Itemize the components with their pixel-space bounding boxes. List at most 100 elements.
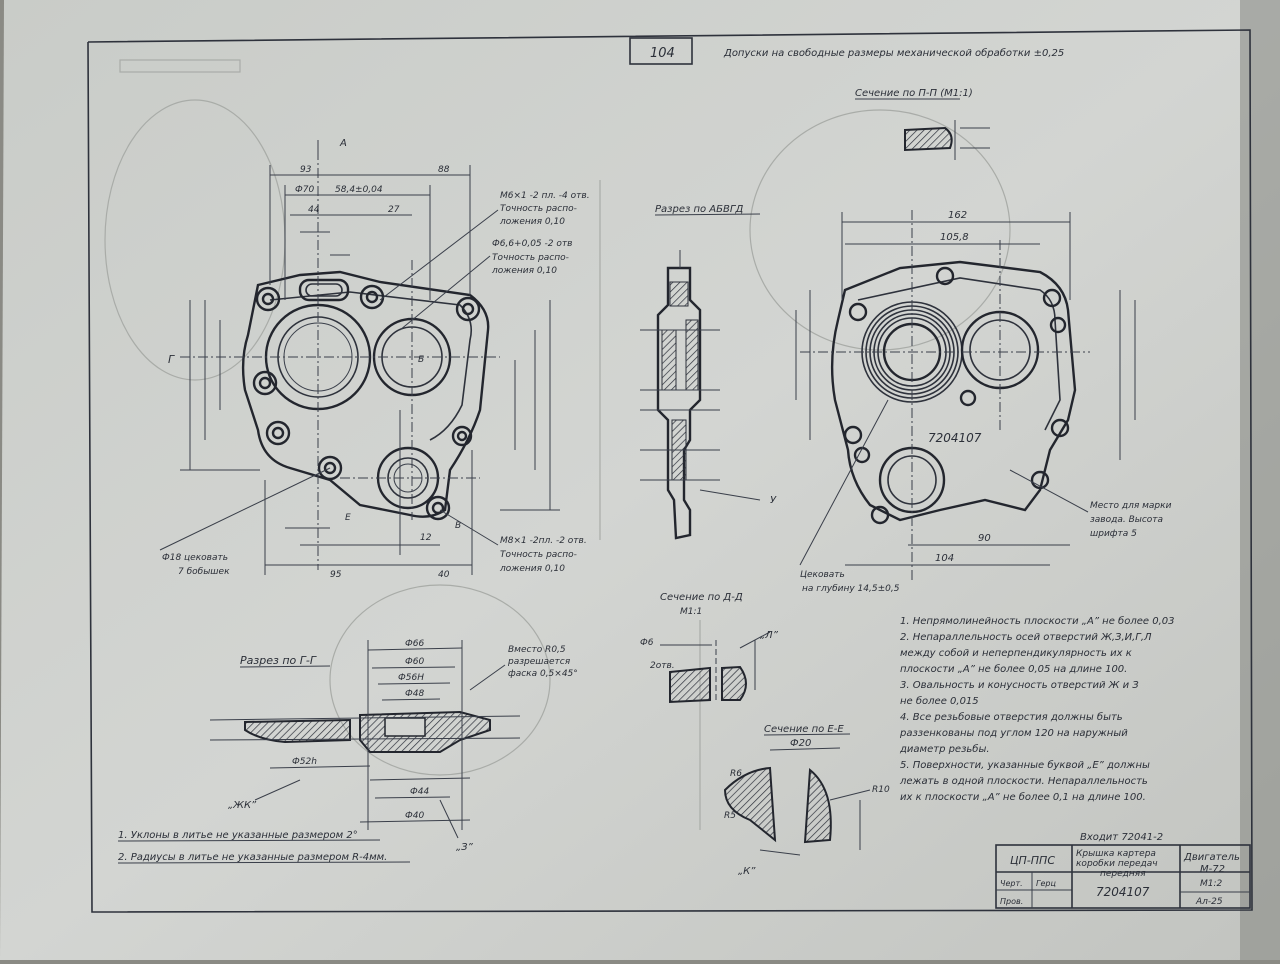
dim-27: 27 [388, 205, 400, 215]
ee-d20: Ф20 [790, 738, 811, 749]
tb-scale: М1:2 [1200, 879, 1223, 889]
note-line: 1. Непрямолинейность плоскости „А” не бо… [900, 615, 1174, 627]
note-line: раззенкованы под углом 120 на наружный [899, 728, 1128, 739]
dim-70: Ф70 [295, 185, 314, 195]
side-view: 162 105,8 90 104 7204107 Цековать на глу… [795, 210, 1172, 594]
callout-cek2: на глубину 14,5±0,5 [802, 584, 900, 594]
label-v: В [455, 521, 461, 531]
dd-dia: Ф6 [640, 638, 654, 648]
ee-r10: R10 [872, 785, 890, 795]
casting-note: 1. Уклоны в литье не указанные размером … [118, 830, 358, 841]
note-line: между собой и неперпендикулярность их к [900, 647, 1132, 659]
dim-90: 90 [978, 533, 991, 544]
callout-m8-tol2: ложения 0,10 [499, 564, 565, 574]
dim-12: 12 [420, 533, 432, 543]
callout-m8-tol: Точность распо- [500, 550, 577, 560]
note-line: не более 0,015 [900, 695, 979, 707]
callout-m6-tol2: ложения 0,10 [499, 217, 565, 227]
tb-part-name: Крышка картера [1076, 849, 1156, 859]
section-ii-title: Сечение по П-П (М1:1) [855, 88, 973, 99]
label-g: Г [168, 353, 175, 366]
label-jh: „ЖК” [228, 800, 257, 811]
dim-58: 58,4±0,04 [335, 185, 383, 195]
callout-mark: Место для марки [1090, 501, 1172, 511]
dim-1058: 105,8 [940, 232, 969, 243]
callout-m6-tol: Точность распо- [500, 204, 577, 214]
sheet-number-box: 104 [629, 37, 693, 65]
casting-note: 2. Радиусы в литье не указанные размером… [118, 852, 387, 863]
tolerance-note: Допуски на свободные размеры механическо… [723, 47, 1064, 59]
tb-engine-model: М-72 [1200, 864, 1225, 875]
callout-mark3: шрифта 5 [1090, 529, 1137, 539]
dim-40: 40 [438, 570, 450, 580]
dim-d48: Ф48 [405, 689, 424, 699]
note-v2: разрешается [507, 657, 571, 667]
sheet-number: 104 [650, 46, 675, 61]
dim-95: 95 [330, 570, 342, 580]
sheet-frame [87, 29, 1253, 913]
casting-notes: 1. Уклоны в литье не указанные размером … [117, 830, 411, 864]
callout-phi66-tol2: ложения 0,10 [491, 266, 557, 276]
cut-gg-title: Разрез по Г-Г [240, 654, 317, 667]
tb-checked: Пров. [1000, 897, 1023, 906]
cut-gg-view: Разрез по Г-Г Ф66 Ф60 Ф56Н Ф48 Ф44 Ф40 [209, 639, 578, 853]
dim-d60: Ф60 [405, 657, 424, 667]
note-line: диаметр резьбы. [899, 743, 990, 755]
note-line: лежать в одной плоскости. Непараллельнос… [899, 776, 1148, 787]
cut-abvgd-view: Разрез по АБВГД У [640, 204, 777, 540]
cut-abvgd-title: Разрез по АБВГД [655, 204, 743, 215]
dim-93: 93 [300, 165, 312, 175]
section-ee-view: Сечение по Е-Е Ф20 R6 R5 R10 „К” [723, 724, 890, 877]
section-dd-scale: М1:1 [680, 607, 702, 617]
dim-d52: Ф52h [292, 757, 317, 767]
callout-m6: М6×1 -2 пл. -4 отв. [500, 191, 590, 201]
section-ii-view: Сечение по П-П (М1:1) [855, 88, 990, 160]
callout-phi18b: 7 бобышек [178, 567, 230, 577]
dim-d44: Ф44 [410, 787, 429, 797]
label-e: Е [345, 513, 351, 523]
ee-r6: R6 [730, 769, 742, 779]
label-k: „К” [738, 866, 756, 877]
tb-engine: Двигатель [1183, 852, 1240, 863]
label-a: А [339, 138, 347, 149]
note-line: 5. Поверхности, указанные буквой „Е” дол… [900, 759, 1150, 771]
section-ee-title: Сечение по Е-Е [764, 724, 844, 735]
callout-phi18: Ф18 цековать [162, 553, 228, 563]
note-line: их к плоскости „А” не более 0,1 на длине… [900, 791, 1146, 803]
callout-m8: М8×1 -2пл. -2 отв. [500, 536, 587, 546]
section-dd-title: Сечение по Д-Д [660, 592, 743, 603]
label-l: „Л” [760, 630, 779, 641]
tb-drawn-by: Герц [1036, 879, 1056, 888]
tb-part-number: 7204107 [1096, 885, 1150, 899]
callout-mark2: завода. Высота [1090, 515, 1163, 525]
dim-d56: Ф56Н [398, 673, 424, 683]
note-line: 3. Овальность и конусность отверстий Ж и… [900, 680, 1139, 691]
section-dd-view: Сечение по Д-Д М1:1 Ф6 2отв. „Л” [640, 592, 779, 704]
title-block: Входит 72041-2 ЦП-ППС Крышка картера кор… [995, 832, 1251, 909]
front-view: 93 88 Ф70 58,4±0,04 44 27 А Г Е Б В [159, 138, 590, 580]
dim-44: 44 [308, 205, 320, 215]
tb-sheet-code: Ал-25 [1195, 897, 1223, 907]
part-mark: 7204107 [928, 431, 982, 445]
label-z: „З” [456, 842, 474, 853]
dim-104: 104 [935, 553, 954, 564]
tb-dept: ЦП-ППС [1010, 854, 1055, 867]
ee-r5: R5 [724, 811, 736, 821]
callout-phi66: Ф6,6+0,05 -2 отв [492, 239, 572, 249]
note-line: плоскости „А” не более 0,05 на длине 100… [900, 663, 1127, 675]
dim-d40: Ф40 [405, 811, 424, 821]
callout-phi66-tol: Точность распо- [492, 253, 569, 263]
label-b: Б [418, 355, 424, 365]
tb-drawn: Черт. [1000, 879, 1023, 888]
included-note: Входит 72041-2 [1080, 832, 1163, 843]
dd-holes: 2отв. [650, 661, 675, 671]
dim-d66: Ф66 [405, 639, 424, 649]
dim-162: 162 [948, 210, 967, 221]
note-v: Вместо R0,5 [508, 645, 566, 655]
note-v3: фаска 0,5×45° [508, 669, 578, 679]
sheet-shadow [1240, 0, 1280, 960]
label-u: У [770, 495, 777, 506]
tb-part-name-2: коробки передач [1076, 859, 1158, 869]
tb-part-name-3: передняя [1100, 869, 1146, 879]
